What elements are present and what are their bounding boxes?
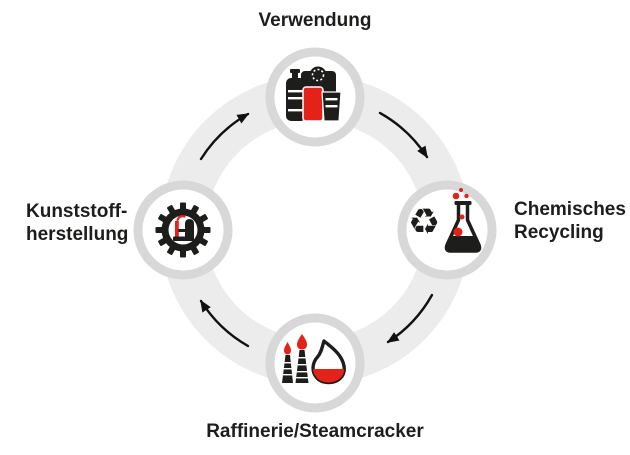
cycle-arrows (199, 111, 434, 348)
node-raffinerie-steamcracker (265, 313, 365, 413)
label-kunststoffherstellung-line2: herstellung (26, 224, 129, 245)
refinery-flames-flask-icon (282, 334, 346, 385)
label-chemisches-recycling-line2: Recycling (514, 222, 604, 243)
node-chemisches-recycling: ♻ (397, 180, 497, 280)
arrow-left-to-top (199, 112, 250, 161)
recycle-symbol-icon: ♻ (408, 202, 440, 243)
gear-factory-icon (155, 202, 211, 258)
recycling-flask-icon: ♻ (408, 188, 482, 253)
arrow-top-to-right (378, 111, 429, 159)
label-verwendung: Verwendung (258, 10, 372, 31)
label-kunststoffherstellung-line1: Kunststoff- (26, 201, 128, 222)
arrow-right-to-bottom (386, 293, 434, 344)
node-verwendung (265, 47, 365, 147)
erlenmeyer-flask-icon (444, 188, 482, 253)
label-kunststoffherstellung: Kunststoff- herstellung (26, 200, 128, 246)
label-chemisches-recycling: Chemisches Recycling (514, 198, 626, 244)
plastic-packaging-icon (286, 66, 342, 122)
label-chemisches-recycling-line1: Chemisches (514, 199, 626, 220)
arrow-bottom-to-left (199, 299, 250, 348)
factory-icon (173, 215, 194, 241)
label-raffinerie-steamcracker: Raffinerie/Steamcracker (206, 421, 424, 442)
node-kunststoffherstellung (133, 180, 233, 280)
